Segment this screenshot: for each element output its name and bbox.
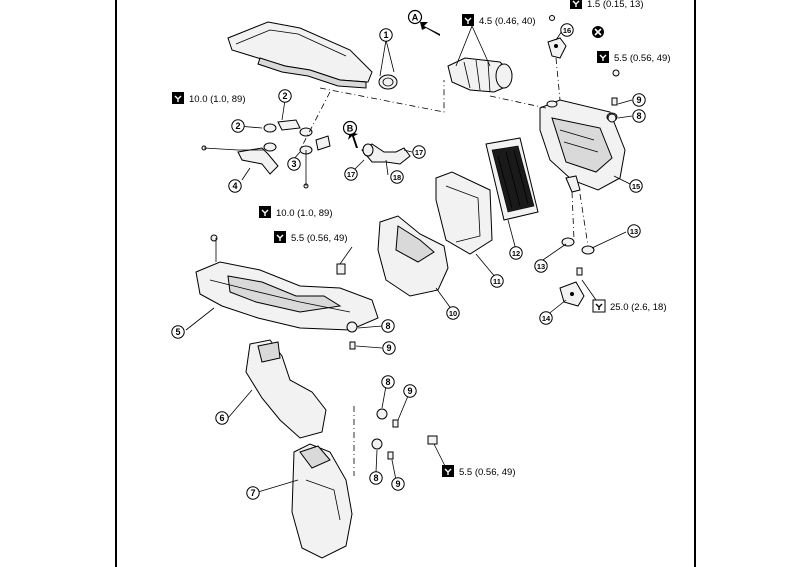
torque-wrench-icon [172,0,609,477]
callout-4: 4 [228,179,242,193]
callout-9: 9 [403,384,417,398]
air-cleaner-cover [435,171,493,255]
callout-3: 3 [287,157,301,171]
front-arrow-icon [348,22,440,148]
callout-5: 5 [171,325,185,339]
svg-text:14: 14 [542,314,551,323]
callout-2: 2 [231,119,245,133]
callout-8: 8 [632,109,646,123]
svg-text:8: 8 [385,377,390,387]
svg-text:10: 10 [449,309,457,318]
air-duct-7 [291,443,353,559]
torque-spec-8: 5.5 (0.56, 49) [459,467,516,478]
mounting-bracket [237,147,279,175]
right-border [694,0,696,567]
left-border [115,0,117,567]
svg-text:9: 9 [636,95,641,105]
torque-spec-3: 5.5 (0.56, 49) [614,53,671,64]
callout-11: 11 [490,274,504,288]
torque-spec-4: 10.0 (1.0, 89) [189,94,246,105]
callout-9: 9 [382,341,396,355]
reference-b: B [342,120,358,136]
svg-text:8: 8 [373,473,378,483]
callout-14: 14 [539,311,553,325]
callout-10: 10 [446,306,460,320]
do-not-reuse-icon [592,26,604,38]
svg-text:17: 17 [347,170,355,179]
svg-text:1: 1 [383,30,388,40]
svg-text:6: 6 [219,413,224,423]
svg-text:2: 2 [235,121,240,131]
resonator-hose [361,143,411,165]
callout-2: 2 [278,89,292,103]
svg-text:3: 3 [291,159,296,169]
callout-6: 6 [215,411,229,425]
svg-text:11: 11 [493,277,501,286]
svg-text:17: 17 [415,148,423,157]
air-duct-upper [227,21,373,89]
callout-13: 13 [627,224,641,238]
svg-text:13: 13 [537,262,545,271]
callout-13: 13 [534,259,548,273]
svg-text:B: B [347,123,354,133]
fastener-set [201,15,620,460]
air-inlet-hose [447,57,513,93]
torque-spec-7: 25.0 (2.6, 18) [610,302,667,313]
callout-15: 15 [629,179,643,193]
air-duct-6 [245,339,327,439]
callout-18: 18 [390,170,404,184]
leader-lines [185,25,633,493]
svg-text:2: 2 [282,91,287,101]
svg-text:7: 7 [250,488,255,498]
svg-text:9: 9 [395,479,400,489]
svg-text:13: 13 [630,227,638,236]
svg-text:18: 18 [393,173,401,182]
grommet-set [263,119,331,155]
svg-text:8: 8 [385,321,390,331]
torque-spec-1: 1.5 (0.15, 13) [587,0,644,10]
callout-12: 12 [509,246,523,260]
torque-spec-5: 10.0 (1.0, 89) [276,208,333,219]
callout-17: 17 [412,145,426,159]
svg-text:5: 5 [175,327,180,337]
air-cleaner-case [539,99,626,193]
callout-8: 8 [369,471,383,485]
callout-8: 8 [381,375,395,389]
air-duct-main [195,261,379,331]
svg-text:A: A [412,12,419,22]
svg-text:15: 15 [632,182,640,191]
hose-clamp-left [378,74,398,90]
callout-1: 1 [379,28,393,42]
torque-spec-6: 5.5 (0.56, 49) [291,233,348,244]
callout-16: 16 [560,23,574,37]
callout-7: 7 [246,486,260,500]
callout-9: 9 [632,93,646,107]
reference-a: A [407,9,423,25]
svg-text:9: 9 [407,386,412,396]
svg-text:8: 8 [636,111,641,121]
svg-text:16: 16 [563,26,571,35]
air-duct-lower [377,215,449,297]
callout-17: 17 [344,167,358,181]
callout-9: 9 [391,477,405,491]
svg-text:4: 4 [232,181,237,191]
air-filter-element [485,137,539,221]
svg-text:9: 9 [386,343,391,353]
torque-spec-2: 4.5 (0.46, 40) [479,16,536,27]
sensor-bracket [547,37,567,59]
grommets-13 [561,237,595,255]
callout-8: 8 [381,319,395,333]
svg-text:12: 12 [512,249,520,258]
